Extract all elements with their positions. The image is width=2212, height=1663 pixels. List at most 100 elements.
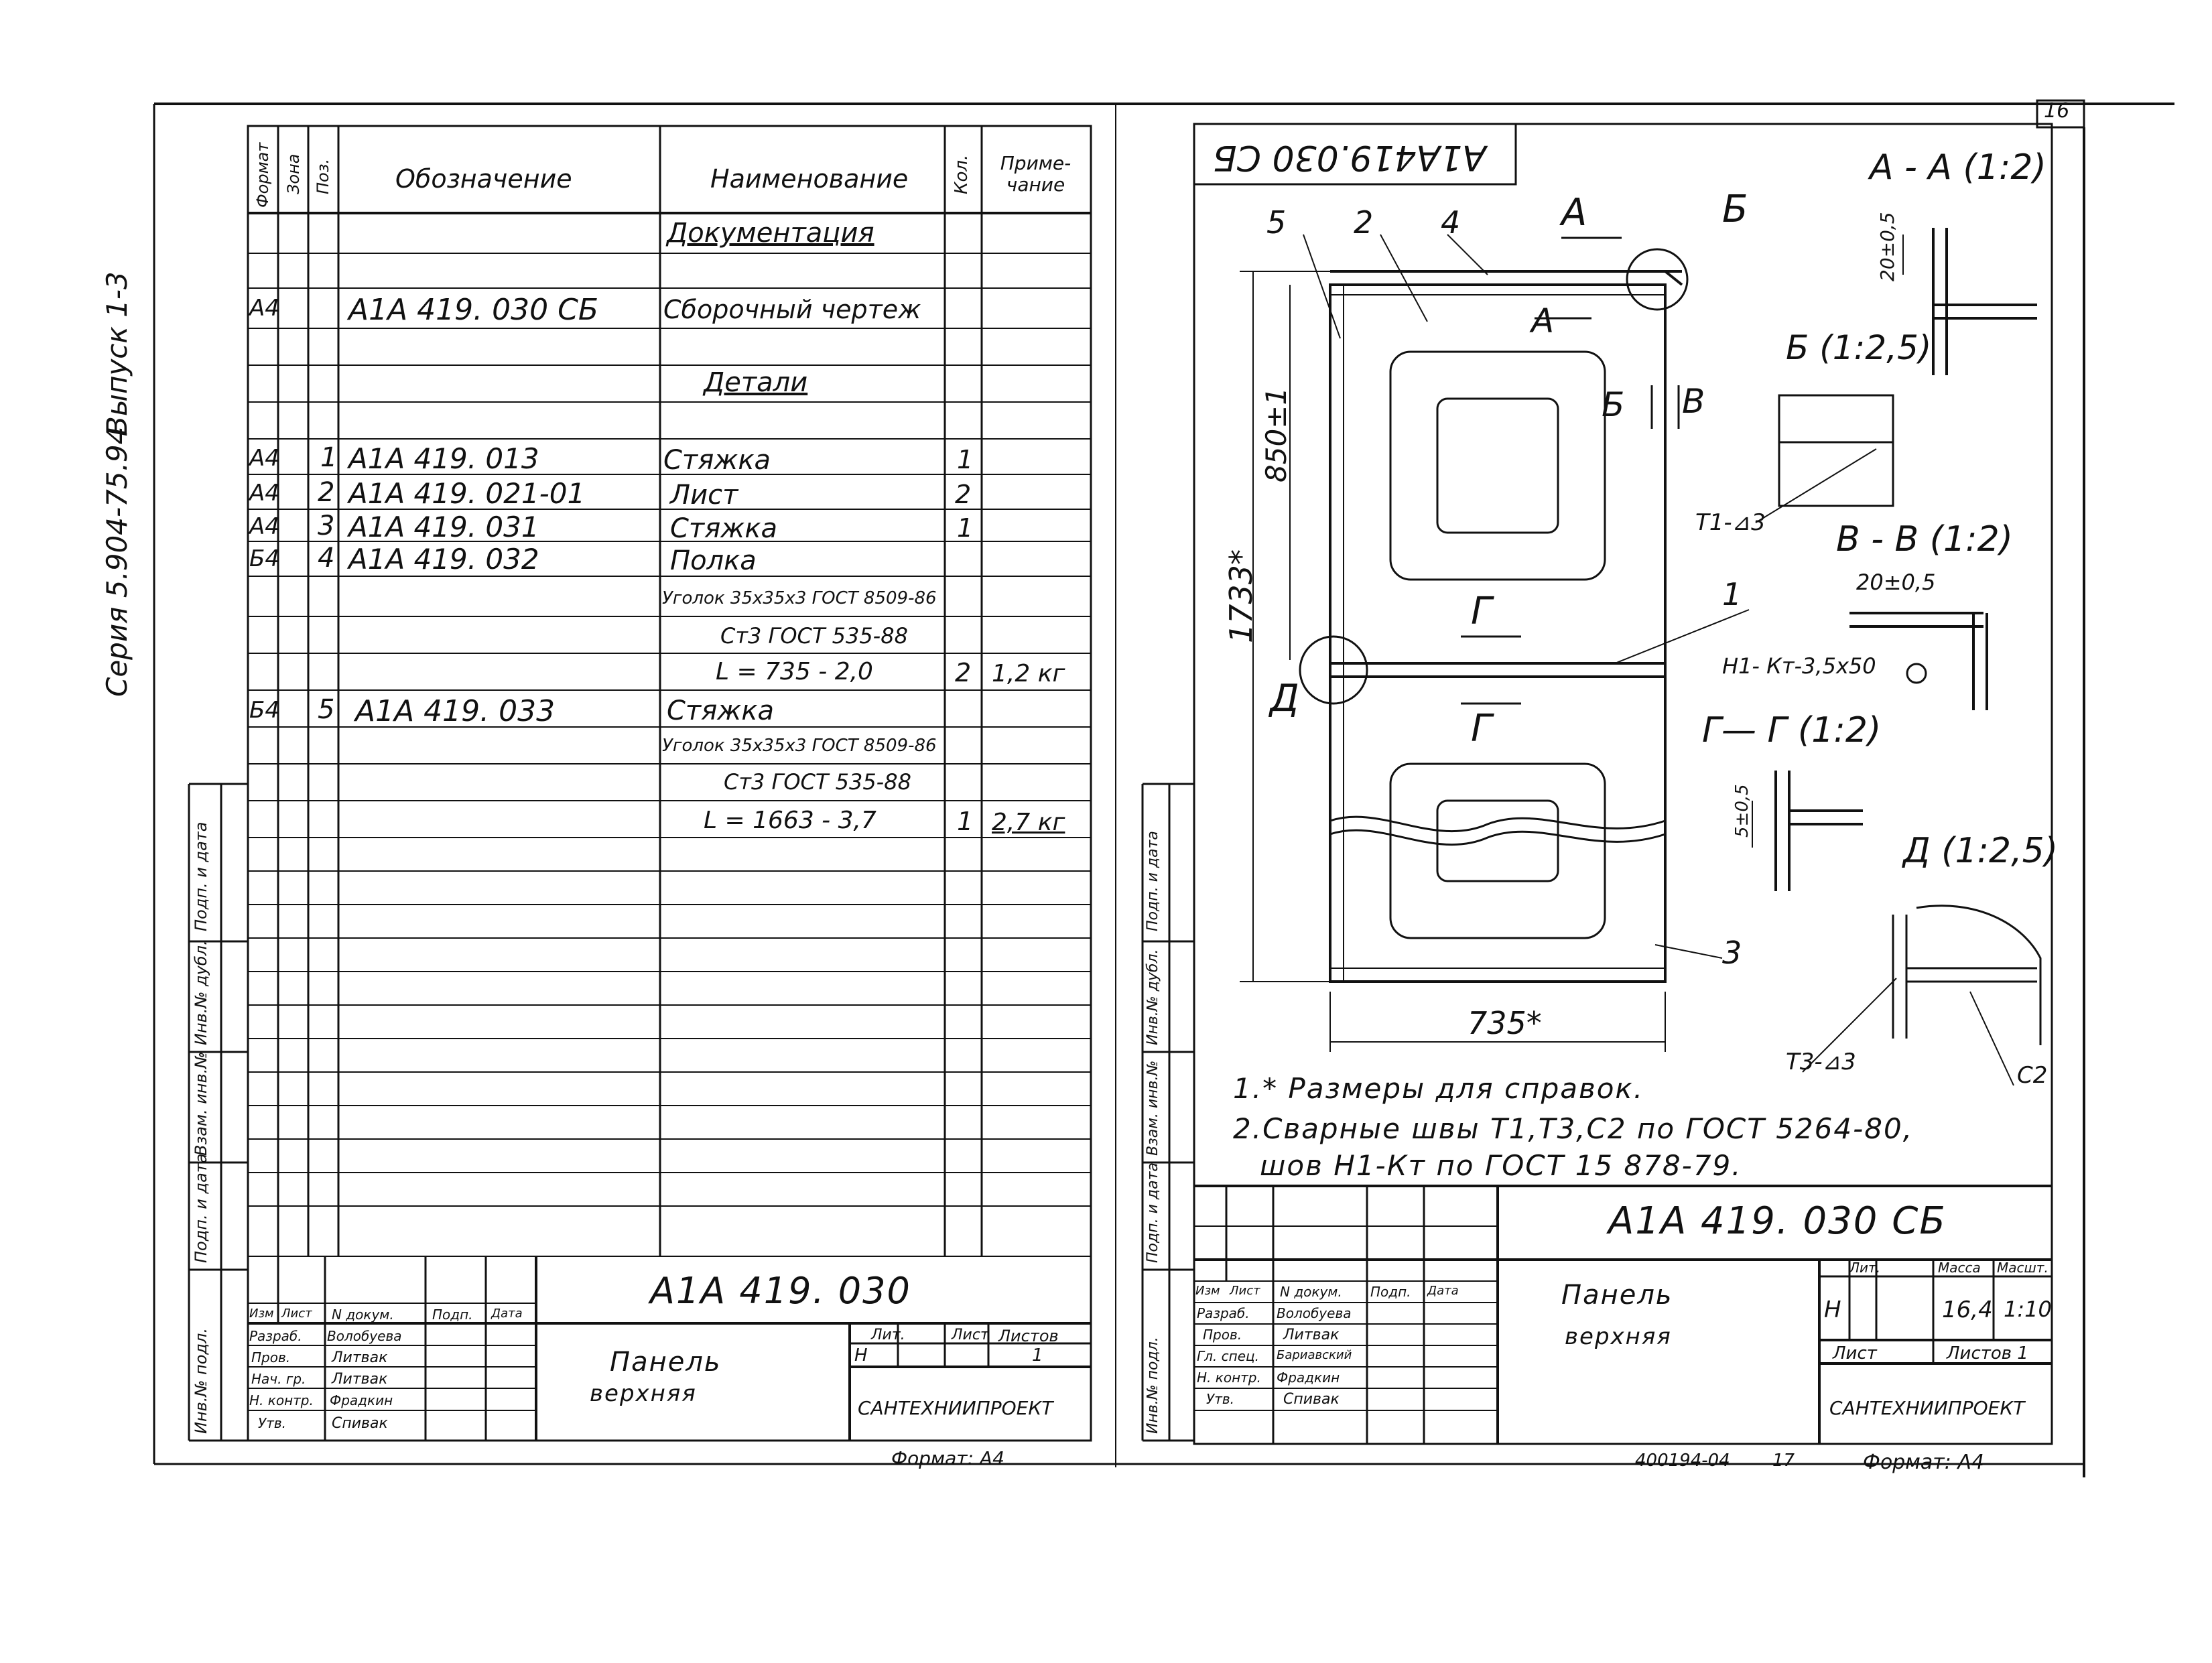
spec-row-9-name: L = 735 - 2,0 (716, 658, 873, 685)
spec-row-9-note: 1,2 кг (992, 660, 1065, 687)
right-title-block-lines (1194, 1185, 2052, 1444)
spec-row-10-pos: 5 (318, 694, 335, 725)
left-col-izm: Изм (249, 1307, 274, 1321)
right-lit-header: Лит. (1849, 1260, 1881, 1276)
spec-row-13-name: L = 1663 - 3,7 (704, 807, 876, 834)
right-person-2: Бариавский (1277, 1348, 1352, 1362)
right-stamp-label-3: Взам. инв.№ (1145, 1060, 1161, 1156)
right-person-3: Фрадкин (1277, 1370, 1340, 1386)
right-role-2: Гл. спец. (1197, 1348, 1259, 1364)
spec-row-4-name: Лист (670, 480, 738, 511)
spec-row-3-designation: A1A 419. 013 (348, 442, 539, 475)
left-person-2: Литвак (332, 1371, 388, 1388)
left-title-block-lines (247, 1256, 1091, 1441)
spec-row-1-designation: A1A 419. 030 СБ (348, 293, 599, 327)
right-page: 17 (1772, 1451, 1795, 1471)
cut-g-label-top: Г (1471, 590, 1492, 633)
right-col-ndoc: N докум. (1280, 1284, 1342, 1300)
section-vv-dim: 20±0,5 (1856, 570, 1936, 595)
header-designation: Обозначение (395, 164, 572, 194)
stamp-label-4: Подп. и дата (192, 1153, 210, 1264)
dim-850: 850±1 (1260, 387, 1293, 482)
left-role-2: Нач. гр. (251, 1371, 306, 1387)
header-format: Формат (253, 142, 272, 208)
right-sheets-label: Листов 1 (1947, 1343, 2028, 1363)
right-scale-header: Масшт. (1997, 1260, 2048, 1276)
spec-row-3-format: A4 (249, 445, 279, 472)
right-format-label: Формат: А4 (1863, 1451, 1984, 1474)
spec-row-4-pos: 2 (318, 477, 335, 508)
cut-v-label: В (1682, 382, 1705, 421)
left-person-1: Литвак (332, 1349, 388, 1366)
left-lit-header: Лит. (871, 1327, 905, 1343)
right-col-sign: Подп. (1370, 1284, 1411, 1300)
right-mass-header: Масса (1938, 1260, 1981, 1276)
left-col-ndoc: N докум. (332, 1307, 394, 1323)
section-d-title: Д (1:2,5) (1903, 831, 2059, 871)
cut-b-label-side: Б (1602, 385, 1625, 424)
right-stamp-label-4: Подп. и дата (1145, 1162, 1161, 1263)
right-col-izm: Изм (1195, 1284, 1220, 1298)
spec-row-11-name: Уголок 35x35x3 ГОСТ 8509-86 (662, 736, 937, 756)
right-archive: 400194-04 (1635, 1451, 1730, 1471)
left-role-1: Пров. (251, 1349, 291, 1366)
dim-1733: 1733* (1223, 549, 1259, 643)
pos-3-label: 3 (1722, 935, 1742, 971)
sheet-number: 16 (2044, 99, 2070, 123)
header-name: Наименование (710, 164, 909, 194)
spec-row-3-pos: 1 (320, 442, 338, 473)
right-person-0: Волобуева (1277, 1305, 1352, 1321)
pos-5-label: 5 (1266, 204, 1287, 241)
right-org: САНТЕХНИИПРОЕКТ (1829, 1397, 2025, 1419)
left-sheets-header: Листов (998, 1327, 1059, 1345)
section-vv-title: В - В (1:2) (1836, 519, 2013, 559)
issue-label: Выпуск 1-3 (101, 271, 133, 436)
right-col-list: Лист (1230, 1284, 1260, 1298)
dim-735: 735* (1468, 1005, 1542, 1041)
pos-4-label: 4 (1441, 204, 1461, 241)
right-mass-value: 16,4 (1942, 1296, 1993, 1323)
assembly-view (1240, 234, 1750, 1052)
spec-row-0-name: Документация (667, 218, 874, 249)
spec-row-4-format: A4 (249, 480, 279, 507)
spec-row-3-qty: 1 (957, 445, 974, 474)
section-gg-title: Г— Г (1:2) (1702, 710, 1882, 750)
stamp-label-2: Инв.№ дубл. (192, 940, 210, 1045)
spec-row-6-format: Б4 (249, 545, 279, 572)
section-gg-dim: 5±0,5 (1732, 784, 1752, 838)
right-doc-code: A1A 419. 030 СБ (1608, 1199, 1947, 1243)
spec-row-6-name: Полка (670, 545, 757, 576)
section-b-title: Б (1:2,5) (1786, 328, 1932, 367)
mirrored-code: A1A419.030 СБ (1213, 137, 1486, 178)
section-aa-dim: 20±0,5 (1876, 212, 1898, 281)
spec-row-1-format: A4 (249, 295, 279, 322)
left-person-0: Волобуева (327, 1328, 402, 1344)
right-role-1: Пров. (1203, 1327, 1242, 1343)
left-role-0: Разраб. (249, 1328, 302, 1344)
left-role-4: Утв. (258, 1415, 286, 1431)
left-person-4: Спивак (332, 1415, 388, 1432)
spec-row-4-designation: A1A 419. 021-01 (348, 477, 586, 510)
spec-row-7-name: Уголок 35x35x3 ГОСТ 8509-86 (662, 588, 937, 608)
right-lit-value: Н (1824, 1296, 1841, 1323)
note-2: 2.Сварные швы Т1,Т3,С2 по ГОСТ 5264-80, (1233, 1112, 1914, 1145)
left-person-3: Фрадкин (330, 1392, 393, 1408)
spec-row-13-qty: 1 (957, 807, 974, 836)
right-role-4: Утв. (1206, 1391, 1234, 1407)
cut-g-label-bottom: Г (1471, 707, 1492, 750)
right-col-date: Дата (1427, 1284, 1459, 1298)
spec-row-10-designation: A1A 419. 033 (355, 694, 556, 728)
spec-row-2-name: Детали (704, 367, 808, 398)
left-title-line2: верхняя (590, 1380, 697, 1407)
series-label: Серия 5.904-75.94 (101, 426, 133, 697)
spec-row-1-name: Сборочный чертеж (663, 295, 921, 324)
left-title-line1: Панель (610, 1347, 722, 1378)
spec-row-12-name: Ст3 ГОСТ 535-88 (724, 769, 911, 795)
left-role-3: Н. контр. (249, 1392, 314, 1408)
section-aa-title: А - А (1:2) (1870, 147, 2046, 188)
left-lit-value: Н (854, 1345, 868, 1366)
left-col-date: Дата (491, 1307, 523, 1321)
cut-d-label: Д (1270, 677, 1299, 720)
right-title-line1: Панель (1561, 1280, 1673, 1311)
spec-row-5-designation: A1A 419. 031 (348, 511, 539, 543)
